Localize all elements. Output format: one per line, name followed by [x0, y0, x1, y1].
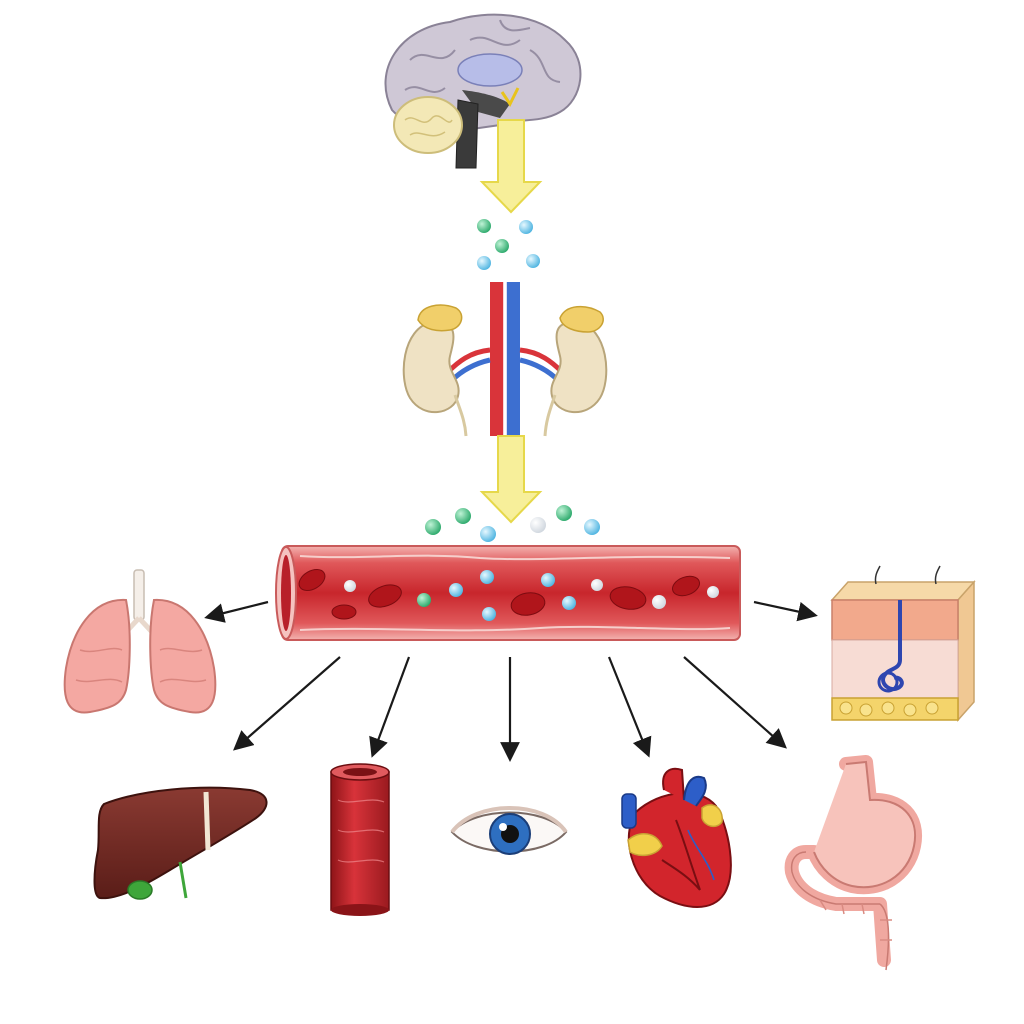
stomach-intestine-icon — [784, 755, 923, 971]
arrow-to-lungs — [204, 600, 269, 623]
red-blood-cell — [671, 575, 701, 597]
molecule — [344, 580, 356, 592]
arrow-to-stomach — [683, 656, 787, 749]
molecule — [652, 595, 666, 609]
skin-section-icon — [830, 565, 976, 722]
arrow-to-skin — [753, 600, 818, 622]
heart-icon — [621, 767, 732, 908]
molecule — [519, 220, 533, 234]
molecule — [541, 573, 555, 587]
artery-icon — [330, 763, 390, 916]
molecule — [530, 517, 546, 533]
molecule — [425, 519, 441, 535]
vessel-molecules — [344, 570, 719, 621]
target-arrows — [204, 600, 818, 762]
blood-vessel-icon — [275, 545, 741, 641]
molecule — [417, 593, 431, 607]
red-blood-cell — [609, 586, 647, 610]
molecule — [707, 586, 719, 598]
lungs-icon — [63, 569, 217, 714]
molecule — [584, 519, 600, 535]
molecule — [482, 607, 496, 621]
molecule — [449, 583, 463, 597]
flow-arrow-down-2 — [479, 435, 543, 524]
hormone-molecules-cluster-2 — [425, 505, 600, 542]
molecule — [562, 596, 576, 610]
arrow-to-artery — [369, 656, 411, 758]
molecule — [477, 219, 491, 233]
molecule — [591, 579, 603, 591]
red-blood-cell — [510, 592, 546, 616]
molecule — [495, 239, 509, 253]
liver-icon — [93, 786, 268, 900]
arrow-to-heart — [607, 656, 652, 758]
molecule — [526, 254, 540, 268]
flow-arrow-down-1 — [479, 119, 543, 214]
arrow-to-liver — [233, 656, 341, 751]
hormone-molecules-cluster-1 — [477, 219, 540, 270]
molecule — [556, 505, 572, 521]
brain-icon — [384, 13, 582, 169]
red-blood-cell — [298, 569, 326, 591]
red-blood-cells — [298, 569, 701, 620]
molecule — [455, 508, 471, 524]
eye-icon — [450, 806, 568, 855]
molecule — [477, 256, 491, 270]
molecule — [480, 526, 496, 542]
kidneys-adrenal-icon — [402, 282, 608, 437]
red-blood-cell — [368, 584, 402, 608]
red-blood-cell — [331, 604, 357, 620]
molecule — [480, 570, 494, 584]
